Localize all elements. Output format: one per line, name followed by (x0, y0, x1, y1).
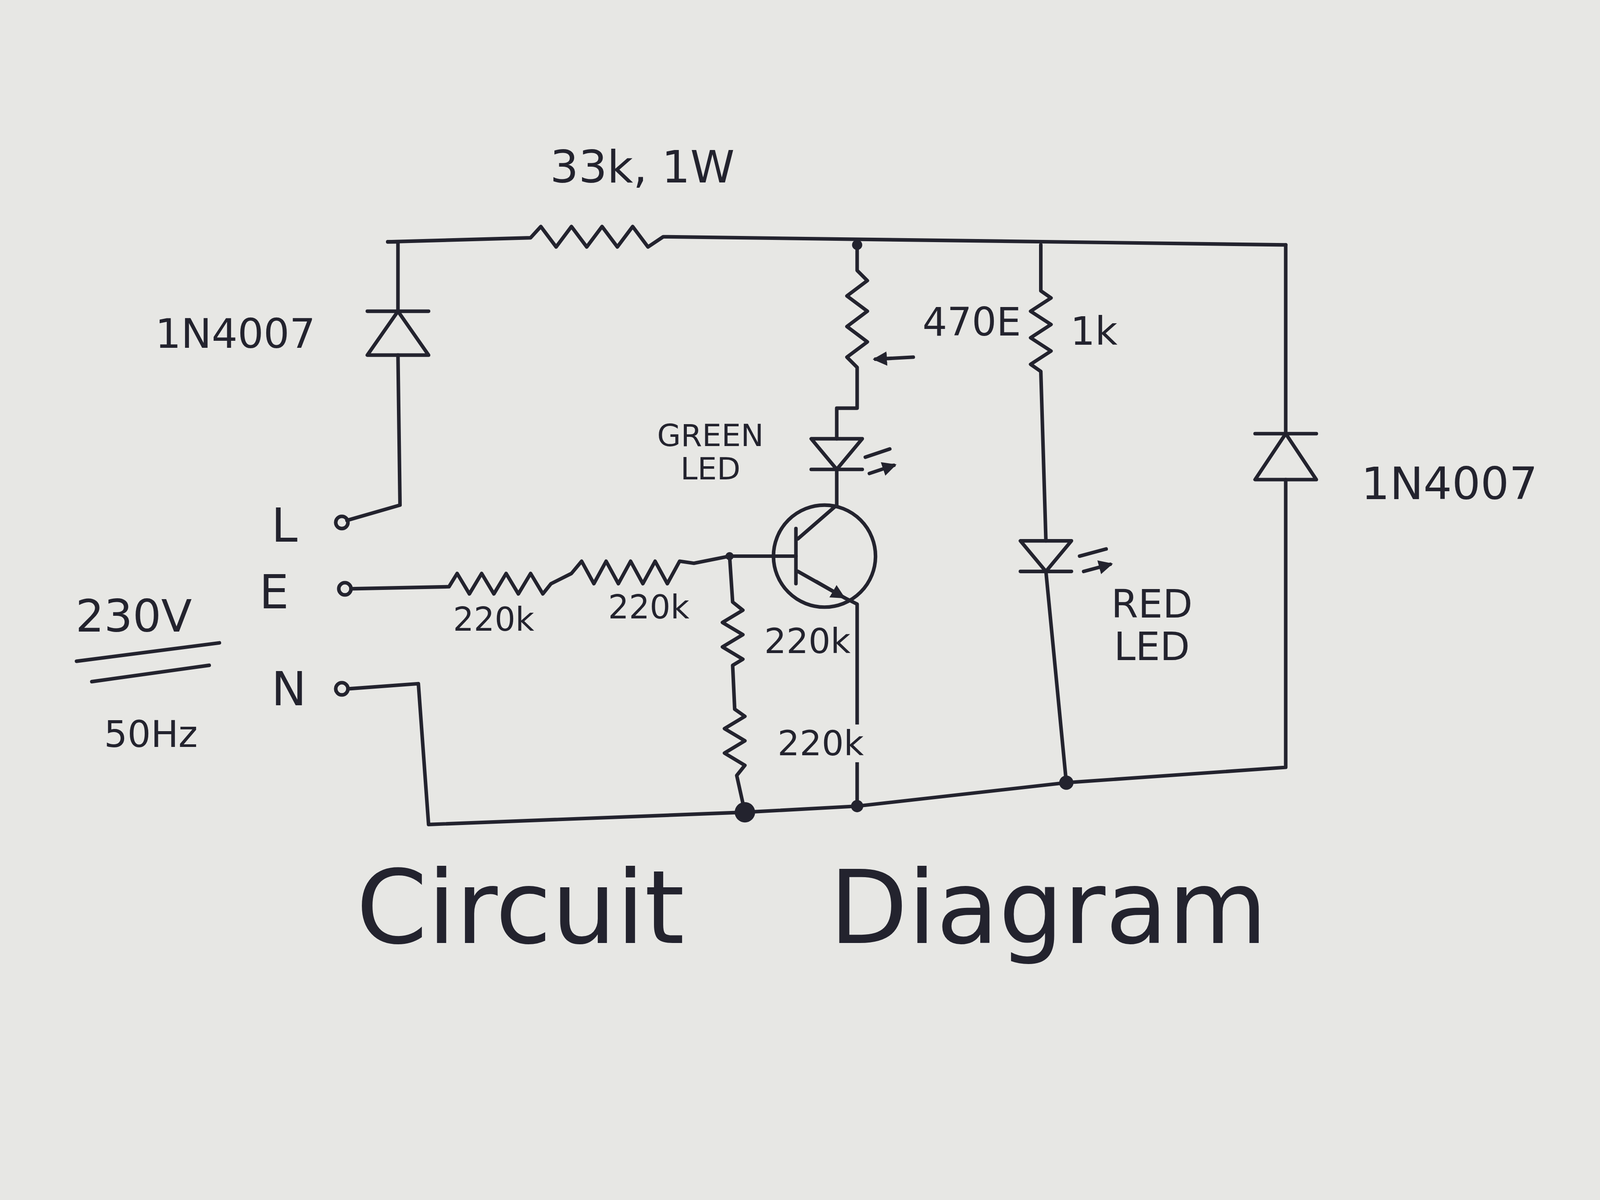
resistor-symbol (1030, 244, 1052, 541)
underline (76, 642, 220, 682)
part-name: 1N4007 (1357, 459, 1542, 509)
part-name: RED LED (1107, 583, 1197, 669)
wire (387, 241, 398, 311)
terminal-name: E (255, 566, 293, 618)
resistor-symbol (387, 226, 1286, 247)
part-value: 220k (760, 622, 855, 661)
part-value: 220k (449, 602, 539, 639)
caption: Circuit Diagram (352, 852, 1272, 965)
part-name: 1N4007 (150, 311, 320, 357)
part-value: 220k (603, 589, 694, 626)
transistor-symbol (796, 469, 846, 598)
resistor-symbol (722, 556, 745, 813)
diode-symbol (367, 311, 429, 356)
led-symbol (811, 438, 863, 470)
resistor-symbol (836, 244, 868, 439)
terminal-name: L (267, 500, 302, 552)
light-arrow (1079, 549, 1111, 572)
part-value: 220k (773, 724, 868, 763)
emitter-arrow (816, 581, 843, 597)
wire (1046, 571, 1067, 783)
part-name: GREEN LED (653, 418, 768, 486)
junction-dot (725, 239, 1074, 823)
part-value: 470E (918, 302, 1025, 345)
diode-symbol (1255, 433, 1317, 480)
terminal (335, 682, 348, 695)
adjust-arrow (875, 357, 914, 360)
wire (1283, 244, 1288, 434)
supply-voltage: 230V (71, 591, 197, 642)
part-value: 33k, 1W (546, 142, 740, 193)
part-value: 1k (1066, 311, 1122, 354)
terminal-name: N (267, 663, 311, 715)
wire (346, 355, 400, 521)
light-arrow (865, 449, 894, 474)
supply-frequency: 50Hz (100, 714, 202, 755)
wire (349, 479, 1286, 825)
terminal (335, 516, 348, 529)
terminal (338, 582, 351, 595)
led-symbol (1020, 540, 1072, 572)
